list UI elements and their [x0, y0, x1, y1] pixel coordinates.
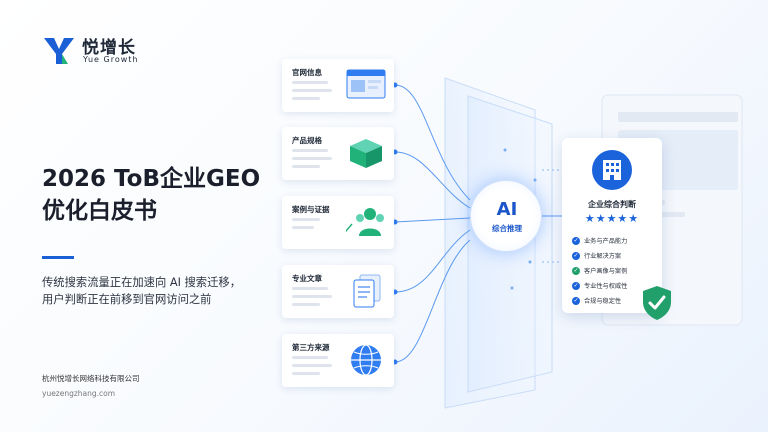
users-growth-icon [346, 208, 384, 236]
source-card-third-party[interactable]: 第三方来源 [282, 334, 394, 387]
shield-check-icon [643, 286, 671, 320]
browser-window-icon [346, 69, 386, 99]
document-stack-icon [353, 274, 381, 308]
brand-name: 悦增长 [82, 38, 136, 58]
logo-mark-icon [44, 38, 74, 64]
check-icon: ✓ [572, 236, 580, 245]
title-line-2: 优化白皮书 [42, 198, 157, 224]
building-icon [592, 150, 632, 190]
placeholder-lines [292, 356, 332, 380]
page-title: 2026 ToB企业GEO 优化白皮书 [42, 163, 282, 227]
source-card-website[interactable]: 官网信息 [282, 59, 394, 112]
result-title: 企业综合判断 [588, 200, 636, 209]
hub-label: 综合推理 [492, 224, 522, 233]
title-line-1: 2026 ToB企业GEO [42, 166, 261, 192]
website-link[interactable]: yuezengzhang.com [42, 389, 116, 398]
source-card-title: 官网信息 [292, 68, 322, 77]
check-icon: ✓ [572, 296, 580, 305]
source-card-title: 产品规格 [292, 136, 322, 145]
placeholder-lines [292, 287, 332, 311]
source-card-title: 第三方来源 [292, 343, 330, 352]
source-card-product-spec[interactable]: 产品规格 [282, 127, 394, 180]
page-subtitle: 传统搜索流量正在加速向 AI 搜索迁移， 用户判断正在前移到官网访问之前 [42, 274, 282, 308]
placeholder-lines [292, 149, 332, 173]
placeholder-lines [292, 218, 332, 234]
subtitle-line-1: 传统搜索流量正在加速向 AI 搜索迁移， [42, 276, 241, 289]
placeholder-lines [292, 81, 332, 105]
hub-title: AI [496, 199, 518, 220]
criteria-list: ✓业务与产品能力 ✓行业解决方案 ✓客户画像与案例 ✓专业性与权威性 ✓合规与稳… [572, 233, 660, 308]
list-item: ✓专业性与权威性 [572, 281, 628, 290]
star-rating: ★★★★★ [584, 212, 640, 225]
list-item: ✓合规与稳定性 [572, 296, 622, 305]
check-icon: ✓ [572, 281, 580, 290]
brand-tagline: Yue Growth [83, 55, 139, 64]
company-name: 杭州悦增长网络科技有限公司 [42, 374, 140, 383]
list-item: ✓行业解决方案 [572, 251, 622, 260]
enterprise-judgment-card: 企业综合判断 ★★★★★ ✓业务与产品能力 ✓行业解决方案 ✓客户画像与案例 ✓… [562, 138, 662, 313]
check-icon: ✓ [572, 251, 580, 260]
source-card-articles[interactable]: 专业文章 [282, 265, 394, 318]
globe-icon [351, 344, 381, 376]
brand-logo: 悦增长 Yue Growth [42, 33, 172, 69]
list-item: ✓业务与产品能力 [572, 236, 628, 245]
source-card-title: 专业文章 [292, 274, 322, 283]
ai-reasoning-hub: AI 综合推理 [470, 180, 542, 252]
title-accent-divider [42, 256, 74, 259]
source-card-title: 案例与证据 [292, 205, 330, 214]
subtitle-line-2: 用户判断正在前移到官网访问之前 [42, 293, 212, 306]
check-icon: ✓ [572, 266, 580, 275]
product-box-icon [350, 139, 382, 168]
list-item: ✓客户画像与案例 [572, 266, 628, 275]
source-card-case-evidence[interactable]: 案例与证据 [282, 196, 394, 249]
